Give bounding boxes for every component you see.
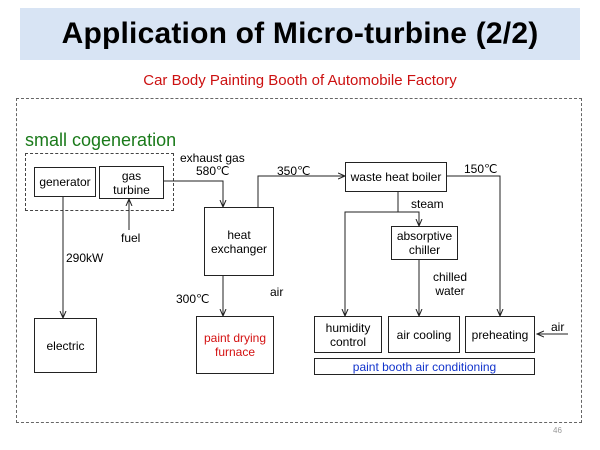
heat-exchanger-label: heat exchanger bbox=[210, 227, 268, 256]
air-cooling-label: air cooling bbox=[396, 327, 452, 342]
paint-booth-air-conditioning-label: paint booth air conditioning bbox=[352, 359, 497, 374]
humidity-control-label: humidity control bbox=[325, 320, 371, 349]
electric-box: electric bbox=[34, 318, 97, 373]
absorptive-chiller-box: absorptive chiller bbox=[391, 226, 458, 260]
electric-label: electric bbox=[46, 338, 85, 353]
absorptive-chiller-label: absorptive chiller bbox=[396, 229, 453, 257]
generator-box: generator bbox=[34, 167, 96, 197]
boiler-to-preheating-line bbox=[447, 175, 500, 316]
paint-drying-furnace-label: paint drying furnace bbox=[203, 331, 267, 359]
steam-label: steam bbox=[411, 197, 444, 211]
fuel-label: fuel bbox=[121, 231, 141, 245]
air-preheat-label: air bbox=[551, 320, 565, 334]
chilled-water-text: chilled water bbox=[432, 270, 468, 298]
generator-label: generator bbox=[39, 175, 91, 189]
power-label: 290kW bbox=[66, 251, 104, 265]
steam-to-chiller-line bbox=[398, 211, 419, 226]
preheating-box: preheating bbox=[465, 316, 535, 353]
temp-150-label: 150℃ bbox=[464, 162, 498, 176]
paint-booth-air-conditioning-box: paint booth air conditioning bbox=[314, 358, 535, 375]
gas-turbine-label: gas turbine bbox=[113, 168, 150, 197]
heat-exchanger-box: heat exchanger bbox=[204, 207, 274, 276]
gas-turbine-box: gas turbine bbox=[99, 166, 164, 199]
temp-300-label: 300℃ bbox=[176, 292, 210, 306]
slide-subtitle: Car Body Painting Booth of Automobile Fa… bbox=[143, 72, 457, 89]
diagram-frame bbox=[16, 98, 582, 423]
exhaust-gas-label: exhaust gas bbox=[180, 151, 245, 165]
page-number: 46 bbox=[553, 426, 562, 435]
air-cooling-box: air cooling bbox=[388, 316, 460, 353]
paint-drying-furnace-box: paint drying furnace bbox=[196, 316, 274, 374]
cogeneration-group bbox=[25, 153, 174, 211]
temp-350-label: 350℃ bbox=[277, 164, 311, 178]
air-exchanger-label: air bbox=[270, 285, 284, 299]
title-bar: Application of Micro-turbine (2/2) bbox=[20, 8, 580, 60]
waste-heat-boiler-box: waste heat boiler bbox=[345, 162, 447, 192]
cogeneration-label: small cogeneration bbox=[25, 130, 177, 150]
slide-title: Application of Micro-turbine (2/2) bbox=[61, 17, 539, 50]
steam-line bbox=[345, 192, 399, 316]
exhaust-line bbox=[164, 180, 223, 207]
exhaust-temp-label: 580℃ bbox=[196, 164, 230, 178]
waste-heat-boiler-label: waste heat boiler bbox=[350, 170, 442, 184]
exchanger-to-boiler-line bbox=[257, 176, 345, 207]
humidity-control-box: humidity control bbox=[314, 316, 382, 353]
chilled-water-label: chilled water bbox=[424, 270, 476, 298]
preheating-label: preheating bbox=[471, 327, 529, 342]
